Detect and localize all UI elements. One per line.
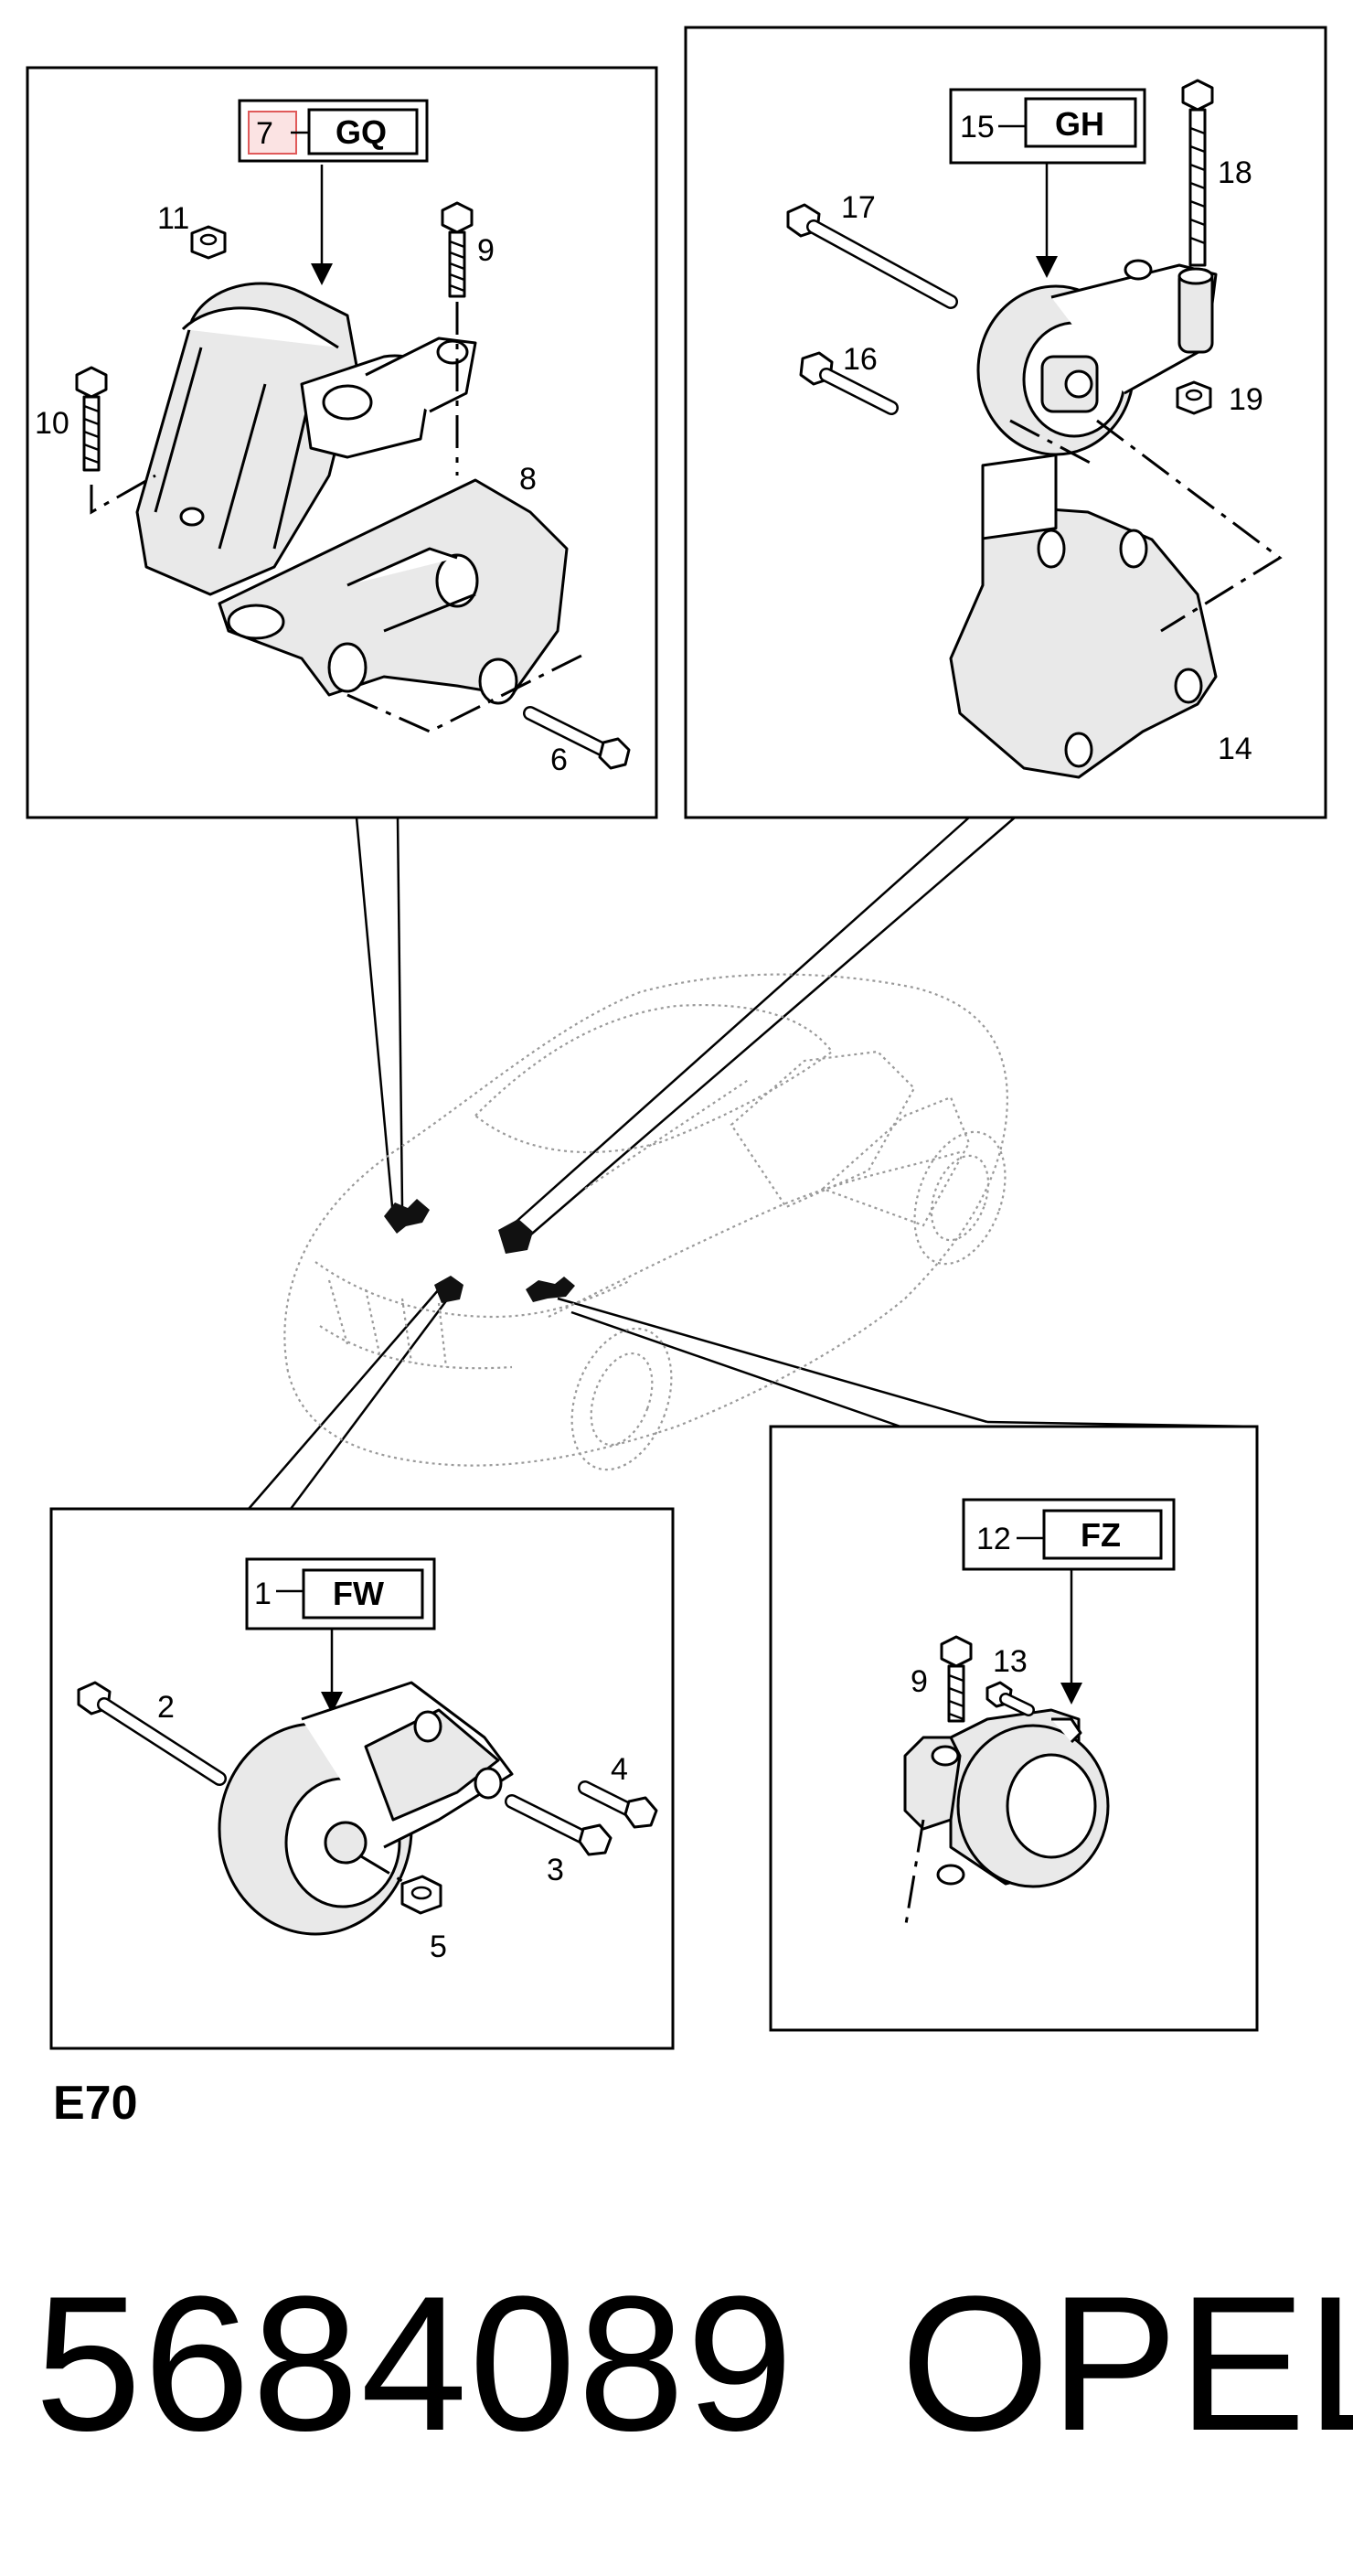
ref-code-fw: FW [333, 1575, 384, 1612]
ref-num-12: 12 [976, 1522, 1011, 1556]
ref-code-gh: GH [1055, 105, 1104, 143]
figure-code: E70 [53, 2077, 138, 2130]
callout-5: 5 [430, 1929, 447, 1964]
engine-mount-fz [903, 1708, 1110, 1888]
callout-8: 8 [519, 462, 537, 497]
panel-bottom-left: 2 4 3 5 1 FW [49, 1507, 675, 2050]
ref-num-1: 1 [254, 1577, 272, 1611]
leader-lines [248, 817, 1258, 1510]
brand-name: OPEL [900, 2256, 1353, 2471]
callout-11: 11 [157, 201, 189, 236]
callout-18: 18 [1218, 155, 1252, 190]
ref-num-15: 15 [960, 110, 995, 144]
bolt-2 [77, 1681, 227, 1786]
callout-16: 16 [843, 342, 878, 377]
nut-19 [1176, 380, 1212, 415]
ref-code-gq: GQ [336, 113, 387, 151]
car-outline [283, 973, 1008, 1471]
callout-17: 17 [841, 190, 876, 225]
callout-3: 3 [547, 1853, 564, 1887]
bolt-6 [523, 706, 631, 770]
bolt-13 [985, 1681, 1035, 1716]
callout-9: 9 [477, 233, 495, 268]
bolt-9 [441, 201, 474, 298]
nut-5 [400, 1875, 442, 1915]
callout-14: 14 [1218, 732, 1252, 766]
bolt-18 [1181, 79, 1214, 267]
nut-11 [190, 225, 227, 260]
bracket-14 [949, 506, 1218, 779]
bolt-9-fz [940, 1635, 973, 1723]
bolt-17 [786, 203, 958, 309]
car-mount-markers [384, 1199, 575, 1303]
ref-code-fz: FZ [1081, 1516, 1121, 1554]
callout-6: 6 [550, 743, 568, 777]
callout-13: 13 [993, 1644, 1028, 1679]
callout-2: 2 [157, 1690, 175, 1725]
bolt-10 [75, 366, 108, 472]
bolt-4 [578, 1780, 658, 1829]
ref-num-7: 7 [256, 116, 273, 151]
highlight-marker [248, 111, 297, 155]
panel-bottom-right: 9 13 12 FZ [769, 1425, 1259, 2032]
callout-9-fz: 9 [911, 1664, 928, 1699]
callout-4: 4 [611, 1752, 628, 1787]
callout-19: 19 [1229, 382, 1263, 417]
bolt-16 [799, 351, 899, 415]
panel-top-left: 11 9 10 8 6 7 GQ [26, 66, 658, 819]
part-number: 5684089 [35, 2256, 795, 2471]
panel-top-right: 17 18 16 19 14 15 GH [684, 26, 1327, 819]
engine-mount-fw [218, 1681, 514, 1936]
bolt-3 [505, 1794, 613, 1856]
callout-10: 10 [35, 406, 69, 441]
